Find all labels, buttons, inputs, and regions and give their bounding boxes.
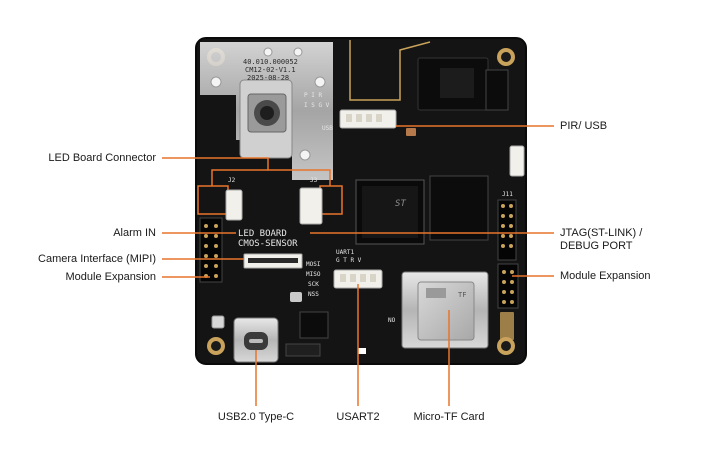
usart2-connector bbox=[333, 269, 383, 289]
silk-pir: P I R bbox=[304, 92, 322, 99]
module-expansion-header-right bbox=[497, 263, 519, 309]
leader-lines bbox=[162, 125, 554, 406]
silk-j11: J11 bbox=[502, 191, 513, 198]
mounting-hole-bottom-right bbox=[497, 337, 515, 355]
module-expansion-header-left bbox=[199, 217, 223, 283]
memory-chip bbox=[429, 175, 489, 241]
callout-usb-type-c: USB2.0 Type-C bbox=[217, 411, 295, 423]
callout-module-expansion-left: Module Expansion bbox=[65, 271, 156, 283]
part-number: 40.010.000052 bbox=[243, 58, 298, 66]
micro-tf-slot bbox=[401, 271, 489, 349]
silk-usb: USB bbox=[322, 125, 333, 132]
mounting-hole-bottom-left bbox=[207, 337, 225, 355]
silk-nss: NSS bbox=[308, 291, 319, 298]
mounting-hole-top-right bbox=[497, 48, 515, 66]
silk-j3: J3 bbox=[310, 177, 318, 184]
bottom-header-pins bbox=[285, 343, 321, 357]
silk-led-board: LED BOARD bbox=[238, 229, 287, 239]
date: 2025-08-28 bbox=[247, 74, 289, 82]
callout-micro-tf-card: Micro-TF Card bbox=[413, 411, 485, 423]
callout-module-expansion-right: Module Expansion bbox=[560, 270, 651, 282]
silk-miso: MISO bbox=[306, 271, 321, 278]
silk-no: NO bbox=[388, 317, 396, 324]
led-indicator bbox=[358, 348, 366, 354]
debug-header-pins bbox=[497, 199, 517, 261]
silk-cmos-sensor: CMOS-SENSOR bbox=[238, 239, 298, 249]
silk-isgv: I S G V bbox=[304, 102, 330, 109]
silk-sck: SCK bbox=[308, 281, 319, 288]
dip-switch bbox=[500, 312, 514, 340]
leader-led-board-connector-left bbox=[211, 169, 268, 186]
led-board-connector-left bbox=[197, 185, 243, 221]
camera-lens bbox=[239, 79, 293, 159]
pir-usb-connector bbox=[339, 109, 397, 129]
usb-type-c-port bbox=[233, 317, 279, 363]
small-chip-bottom bbox=[299, 311, 329, 339]
callout-camera-interface: Camera Interface (MIPI) bbox=[38, 253, 156, 265]
antenna-trace bbox=[349, 40, 431, 101]
capacitor-2 bbox=[406, 128, 416, 136]
silk-gtrv: G T R V bbox=[336, 257, 362, 264]
side-connector-right bbox=[509, 145, 525, 177]
capacitor-1 bbox=[290, 292, 302, 302]
callout-pir-usb: PIR/ USB bbox=[560, 120, 608, 132]
camera-mipi-connector bbox=[243, 253, 303, 269]
silk-j2: J2 bbox=[228, 177, 236, 184]
callout-jtag-line2: DEBUG PORT bbox=[560, 240, 633, 252]
silk-tf: TF bbox=[458, 291, 466, 299]
reset-button bbox=[211, 315, 225, 329]
revision: CM12-02-V1.1 bbox=[245, 66, 296, 74]
silk-uart1: UART1 bbox=[336, 249, 354, 256]
callout-usart2: USART2 bbox=[336, 411, 380, 423]
mcu-logo: ST bbox=[395, 199, 406, 209]
main-mcu bbox=[355, 179, 425, 245]
silk-mosi: MOSI bbox=[306, 261, 321, 268]
callout-jtag-line1: JTAG(ST-LINK) / bbox=[560, 227, 643, 239]
callout-alarm-in: Alarm IN bbox=[113, 227, 156, 239]
wireless-chip-core bbox=[440, 68, 474, 98]
led-board-connector-right bbox=[299, 185, 343, 225]
usb-chip bbox=[485, 69, 509, 111]
callout-led-board-connector: LED Board Connector bbox=[48, 152, 156, 164]
